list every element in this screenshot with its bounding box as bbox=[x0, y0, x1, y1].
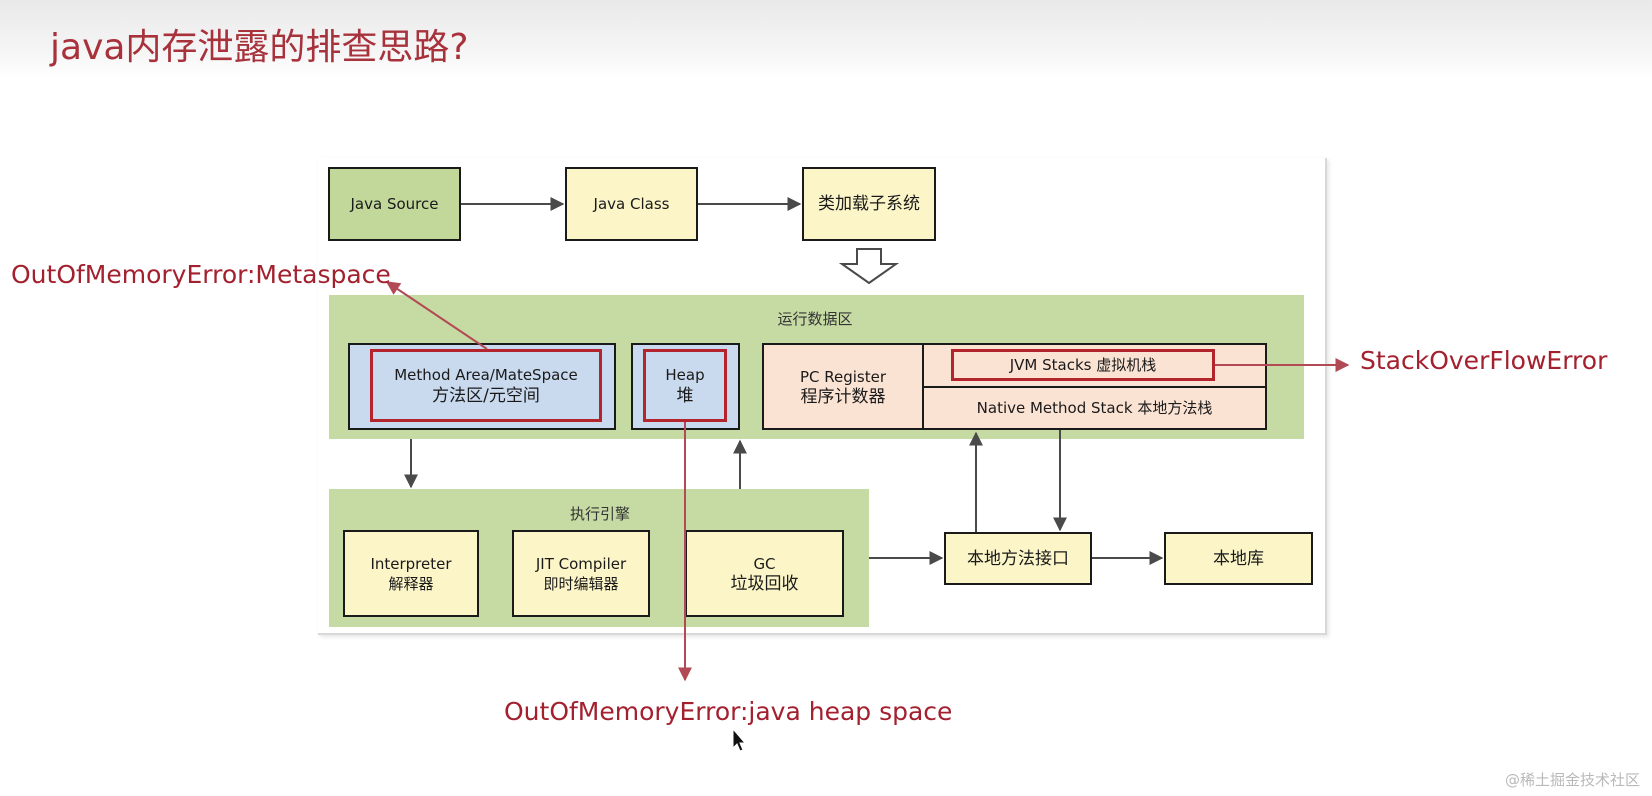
native-library-label: 本地库 bbox=[1213, 548, 1264, 569]
mouse-cursor-icon bbox=[732, 727, 747, 752]
java-class-label: Java Class bbox=[593, 195, 670, 213]
gc-box: GC 垃圾回收 bbox=[685, 530, 844, 617]
jvm-stacks-label: JVM Stacks 虚拟机栈 bbox=[1009, 355, 1157, 374]
gc-cn: 垃圾回收 bbox=[730, 573, 799, 594]
heap-highlight: Heap 堆 bbox=[643, 349, 727, 422]
gc-en: GC bbox=[753, 554, 776, 573]
watermark: @稀土掘金技术社区 bbox=[1504, 771, 1640, 789]
pc-register-en: PC Register bbox=[799, 367, 887, 386]
jit-compiler-en: JIT Compiler bbox=[535, 554, 627, 573]
metaspace-error-label: OutOfMemoryError:Metaspace bbox=[11, 260, 391, 289]
method-area-cn: 方法区/元空间 bbox=[432, 385, 540, 406]
native-interface-label: 本地方法接口 bbox=[967, 548, 1069, 569]
execution-engine-title: 执行引擎 bbox=[569, 505, 630, 523]
java-source-label: Java Source bbox=[350, 195, 439, 213]
jit-compiler-box: JIT Compiler 即时编辑器 bbox=[512, 530, 650, 617]
native-library-box: 本地库 bbox=[1164, 532, 1313, 585]
java-class-box: Java Class bbox=[565, 167, 698, 241]
runtime-data-area-title: 运行数据区 bbox=[777, 310, 853, 328]
heap-en: Heap bbox=[665, 365, 705, 384]
slide-title: java内存泄露的排查思路? bbox=[50, 27, 469, 68]
method-area-box bbox=[348, 343, 616, 430]
java-source-box: Java Source bbox=[328, 167, 461, 241]
pc-register-box: PC Register 程序计数器 bbox=[762, 343, 924, 430]
native-method-stack-label: Native Method Stack 本地方法栈 bbox=[976, 399, 1213, 417]
jit-compiler-cn: 即时编辑器 bbox=[543, 574, 619, 593]
method-area-en: Method Area/MateSpace bbox=[394, 365, 578, 384]
interpreter-en: Interpreter bbox=[370, 554, 452, 573]
interpreter-cn: 解释器 bbox=[388, 574, 434, 593]
method-area-highlight: Method Area/MateSpace 方法区/元空间 bbox=[370, 349, 602, 422]
native-interface-box: 本地方法接口 bbox=[944, 532, 1092, 585]
native-method-stack-box: Native Method Stack 本地方法栈 bbox=[922, 386, 1267, 430]
title-band bbox=[0, 0, 1652, 78]
pc-register-cn: 程序计数器 bbox=[800, 386, 886, 407]
hollow-down-arrow bbox=[838, 248, 900, 285]
interpreter-box: Interpreter 解释器 bbox=[343, 530, 479, 617]
class-loader-box: 类加载子系统 bbox=[802, 167, 936, 241]
heap-space-error-label: OutOfMemoryError:java heap space bbox=[504, 697, 953, 726]
heap-cn: 堆 bbox=[676, 385, 694, 406]
class-loader-label: 类加载子系统 bbox=[818, 194, 920, 214]
jvm-stacks-highlight: JVM Stacks 虚拟机栈 bbox=[951, 349, 1215, 381]
error-arrow-metaspace bbox=[385, 281, 488, 350]
stack-overflow-error-label: StackOverFlowError bbox=[1360, 346, 1608, 375]
